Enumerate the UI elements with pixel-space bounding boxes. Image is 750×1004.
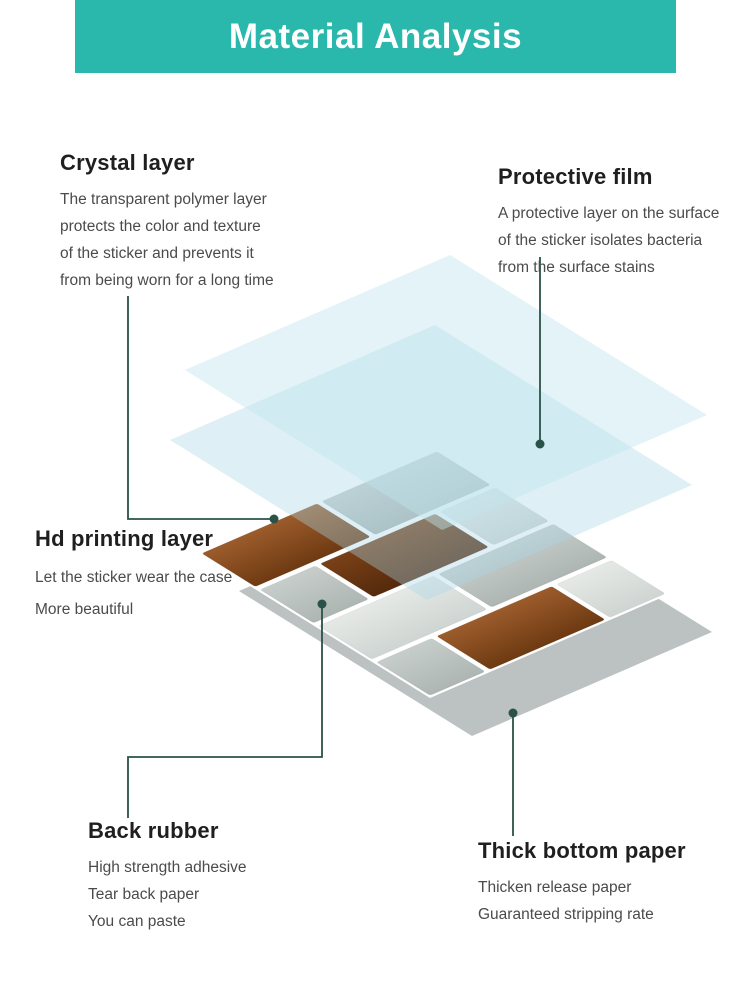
- crystal-layer-description: The transparent polymer layer protects t…: [60, 191, 274, 290]
- page-title: Material Analysis: [228, 16, 523, 56]
- back-rubber-section: Back rubber High strength adhesive Tear …: [88, 818, 323, 935]
- protective-film-shape: [185, 255, 707, 530]
- tile-brick: [438, 524, 607, 607]
- protective-film-description: A protective layer on the surface of the…: [498, 205, 720, 277]
- back-rubber-title: Back rubber: [88, 818, 219, 843]
- thick-bottom-paper-title: Thick bottom paper: [478, 838, 686, 863]
- tile-brick: [318, 576, 487, 659]
- tile-brick: [320, 514, 489, 597]
- tile-brick: [440, 488, 549, 545]
- protective-film-callout-dot: [535, 439, 545, 449]
- tile-brick: [557, 560, 665, 618]
- tile-brick: [202, 503, 370, 587]
- bottom-paper-callout-dot: [508, 708, 518, 718]
- crystal-layer-callout-line: [127, 296, 272, 520]
- crystal-layer-title: Crystal layer: [60, 150, 195, 175]
- tile-brick: [437, 586, 605, 670]
- crystal-layer-film-shape: [170, 325, 692, 600]
- back-rubber-callout-line: [127, 606, 323, 818]
- thick-bottom-paper-section: Thick bottom paper Thicken release paper…: [478, 838, 740, 928]
- crystal-layer-section: Crystal layer The transparent polymer la…: [60, 150, 335, 295]
- hd-printing-layer-section: Hd printing layer Let the sticker wear t…: [35, 526, 297, 626]
- header-banner: Material Analysis: [75, 0, 676, 73]
- crystal-layer-callout-dot: [269, 514, 279, 524]
- tile-brick: [377, 638, 485, 696]
- tile-sticker-shape: [197, 449, 670, 699]
- tile-brick: [260, 566, 369, 623]
- hd-printing-layer-title: Hd printing layer: [35, 526, 214, 551]
- protective-film-title: Protective film: [498, 164, 653, 189]
- tile-brick: [322, 451, 490, 535]
- back-rubber-description: High strength adhesive Tear back paper Y…: [88, 859, 247, 931]
- protective-film-section: Protective film A protective layer on th…: [498, 164, 746, 281]
- hd-printing-layer-description: Let the sticker wear the case More beaut…: [35, 569, 233, 618]
- back-rubber-callout-dot: [317, 599, 327, 609]
- thick-bottom-paper-description: Thicken release paper Guaranteed strippi…: [478, 879, 654, 924]
